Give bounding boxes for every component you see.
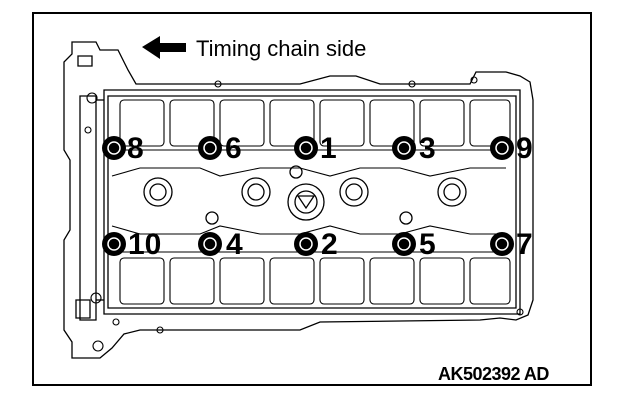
mounting-holes [84,76,524,352]
bolt-number: 9 [516,132,533,165]
bolt-number: 10 [128,228,162,261]
bolt-1 [294,136,318,160]
bolt-10 [102,232,126,256]
bolt-8 [102,136,126,160]
bolt-number: 4 [226,228,243,261]
bolt-5 [392,232,416,256]
cylinder-head-outline [63,41,534,359]
left-arrow-icon [142,36,186,59]
bolt-heads [102,136,514,256]
bolt-7 [490,232,514,256]
bolt-6 [198,136,222,160]
camshaft-caps [111,99,511,305]
bolt-number: 6 [225,132,242,165]
bolt-3 [392,136,416,160]
bolt-number: 3 [419,132,436,165]
bolt-number: 7 [516,228,533,261]
bolt-number: 2 [321,228,338,261]
reference-code: AK502392 AD [438,364,549,384]
bolt-4 [198,232,222,256]
timing-chain-side-label: Timing chain side [196,36,367,61]
spark-plug-bores [143,165,467,225]
bolt-number: 8 [127,132,144,165]
bolt-number: 1 [320,132,337,165]
bolt-2 [294,232,318,256]
bolt-number: 5 [419,228,436,261]
bolt-9 [490,136,514,160]
